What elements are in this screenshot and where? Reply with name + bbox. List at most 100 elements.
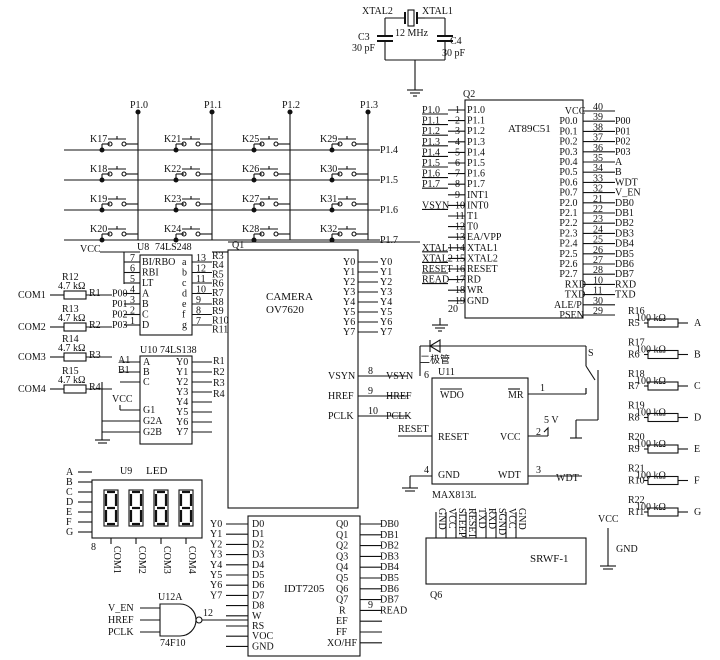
u12-out-num: 12 bbox=[203, 608, 213, 619]
mcu-left-net: XTAL1 bbox=[422, 243, 453, 254]
u10-output-pin: Y6 bbox=[176, 417, 188, 428]
u12-name: 74F10 bbox=[160, 638, 186, 649]
camera-body bbox=[227, 249, 359, 509]
pullup-out: A bbox=[694, 318, 702, 329]
key-label: K21 bbox=[164, 134, 181, 145]
led-com-label: COM2 bbox=[136, 546, 147, 574]
mcu-right-num: 22 bbox=[593, 204, 603, 215]
mcu-left-net: P1.1 bbox=[422, 116, 440, 127]
mcu-right-pin: P2.3 bbox=[559, 228, 577, 239]
mcu-right-pin: RXD bbox=[565, 279, 586, 290]
u10-output-res: R3 bbox=[213, 378, 225, 389]
camera-sig-net: PCLK bbox=[386, 411, 412, 422]
u10-name: 74LS138 bbox=[160, 345, 197, 356]
fifo-d-pin: D8 bbox=[252, 601, 264, 612]
led-com-label: COM4 bbox=[186, 546, 197, 574]
mcu-right-pin: P0.0 bbox=[559, 116, 577, 127]
com-resistor bbox=[63, 352, 87, 362]
mcu-right-net: DB3 bbox=[615, 228, 634, 239]
srwf-pin: GND bbox=[516, 508, 527, 530]
com-res-end: R4 bbox=[89, 382, 101, 393]
u8-ref: U8 bbox=[137, 242, 149, 253]
srwf-pin: SGND bbox=[496, 508, 507, 535]
junction bbox=[135, 109, 141, 115]
u10-input-net: B1 bbox=[118, 365, 130, 376]
mcu-left-num: 3 bbox=[455, 126, 460, 137]
camera-y-net: Y4 bbox=[380, 297, 392, 308]
mcu-right-num: 28 bbox=[593, 265, 603, 276]
u11-body bbox=[431, 377, 529, 485]
camera-y-net: Y1 bbox=[380, 267, 392, 278]
fifo-d-pin: D6 bbox=[252, 580, 264, 591]
pullup-ref: R19 bbox=[628, 401, 645, 412]
camera-y-pin: Y2 bbox=[343, 277, 355, 288]
com-resistor bbox=[63, 290, 87, 300]
mcu-left-num: 13 bbox=[455, 232, 465, 243]
mcu-left-net: XTAL2 bbox=[422, 253, 453, 264]
mcu-body bbox=[464, 99, 584, 319]
fifo-d-pin: D7 bbox=[252, 590, 264, 601]
u8-pin-num: 8 bbox=[196, 306, 201, 317]
mcu-left-pin: T0 bbox=[467, 222, 478, 233]
fifo-d-pin: VOC bbox=[252, 631, 273, 642]
led-seg-label: F bbox=[66, 517, 72, 528]
mcu-left-pin: INT1 bbox=[467, 190, 489, 201]
mcu-left-net: P1.2 bbox=[422, 126, 440, 137]
u10-body bbox=[139, 355, 193, 445]
key-contact bbox=[273, 171, 279, 177]
keypad-row-label: P1.6 bbox=[380, 205, 398, 216]
com-resistor bbox=[63, 322, 87, 332]
decoder-74ls248: VCC U8 74LS248 BI/RBO7RBI6LT5A4P00B3P01C… bbox=[80, 242, 229, 336]
u10-input-pin: A bbox=[143, 357, 151, 368]
mcu-left-pin: P1.1 bbox=[467, 116, 485, 127]
com-res-value: 4.7 kΩ bbox=[58, 343, 85, 354]
u8-output-res: R10 bbox=[212, 315, 229, 326]
fifo-idt7205: IDT7205 D0Y0D1Y1D2Y2D3Y3D4Y4D5Y5D6Y6D7Y7… bbox=[210, 515, 407, 657]
u10-output-res: R1 bbox=[213, 356, 225, 367]
camera-model: OV7620 bbox=[266, 304, 304, 316]
u11-5v: 5 V bbox=[544, 415, 559, 426]
fifo-d-net: Y3 bbox=[210, 550, 222, 561]
crystal-frequency: 12 MHz bbox=[395, 28, 429, 39]
camera-y-net: Y5 bbox=[380, 307, 392, 318]
gate-input: HREF bbox=[108, 615, 134, 626]
key-contact bbox=[121, 231, 127, 237]
nand-gate-body bbox=[159, 603, 197, 637]
com-res-value: 4.7 kΩ bbox=[58, 281, 85, 292]
key-contact bbox=[121, 171, 127, 177]
fifo-d-net: Y1 bbox=[210, 529, 222, 540]
mcu-right-net: P02 bbox=[615, 137, 631, 148]
camera-y-pin: Y4 bbox=[343, 297, 355, 308]
u8-output-res: R6 bbox=[212, 279, 224, 290]
u8-pin-num: 1 bbox=[130, 316, 135, 327]
watchdog-max813l: 二极管 U11 WDO MR RESET VCC GND WDT 6 1 2 4… bbox=[398, 339, 599, 501]
u11-pin3: 3 bbox=[536, 465, 541, 476]
mcu-left-pin: P1.5 bbox=[467, 158, 485, 169]
u8-pin-num: 13 bbox=[196, 253, 206, 264]
mcu-left-net: VSYN bbox=[422, 200, 449, 211]
mcu-right-net: P03 bbox=[615, 147, 631, 158]
u11-pin4: 4 bbox=[424, 465, 429, 476]
u10-output-res: R2 bbox=[213, 367, 225, 378]
fifo-d-net: Y7 bbox=[210, 590, 222, 601]
c3-ref: C3 bbox=[358, 32, 370, 43]
srwf-gnd: GND bbox=[616, 544, 638, 555]
key-contact bbox=[273, 231, 279, 237]
camera-y-pin: Y7 bbox=[343, 327, 355, 338]
u10-output-pin: Y1 bbox=[176, 367, 188, 378]
mcu-left-num: 17 bbox=[455, 275, 465, 286]
led-digit bbox=[128, 489, 144, 527]
u8-vcc: VCC bbox=[80, 244, 101, 255]
u8-output-pin: d bbox=[182, 289, 187, 300]
fifo-q-pin: EF bbox=[336, 616, 348, 627]
key-label: K23 bbox=[164, 194, 181, 205]
xtal2-label: XTAL2 bbox=[362, 6, 393, 17]
mcu-right-pin: P0.7 bbox=[559, 188, 577, 199]
u8-input-net: P00 bbox=[112, 289, 128, 300]
camera-y-pin: Y6 bbox=[343, 317, 355, 328]
u8-output-res: R9 bbox=[212, 306, 224, 317]
fifo-name: IDT7205 bbox=[284, 583, 325, 595]
